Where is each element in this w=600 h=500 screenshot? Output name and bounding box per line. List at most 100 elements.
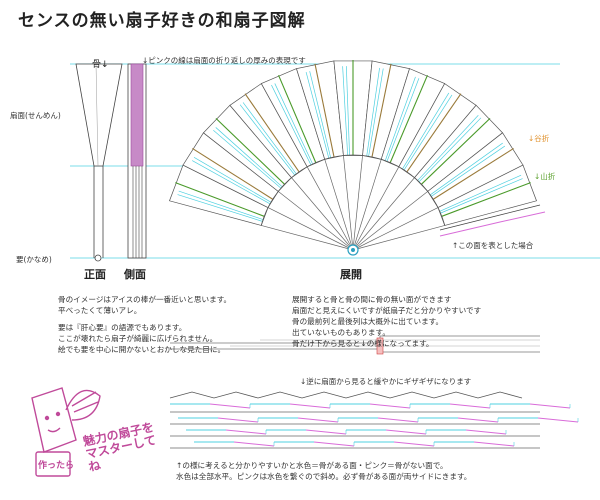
fan-rib-line bbox=[417, 115, 479, 181]
fan-pivot-center bbox=[351, 248, 355, 252]
fan-bone bbox=[291, 177, 354, 251]
fan-rib-line bbox=[242, 102, 297, 175]
label-surface-note: ↑この面を表とした場合 bbox=[452, 241, 534, 250]
fan-rib-line bbox=[439, 174, 522, 212]
fan-bone bbox=[261, 225, 354, 251]
fan-rib-line bbox=[178, 190, 264, 220]
zigzag-gap-segment bbox=[537, 417, 579, 423]
fan-rib-line bbox=[403, 94, 453, 171]
label-kaname: 要(かなめ) bbox=[16, 255, 52, 264]
fan-fold-line bbox=[389, 74, 428, 163]
pink-fold-band bbox=[130, 63, 144, 167]
paragraph-right-1: 展開すると骨と骨の間に骨の無い面ができます 扇面だと見えにくいですが紙扇子だと分… bbox=[292, 294, 481, 349]
zigzag-gap-segment bbox=[217, 417, 259, 423]
paragraph-left-1: 骨のイメージはアイスの棒が一番近いと思います。 平べったくて薄いアレ。 bbox=[58, 294, 231, 316]
paragraph-bottom: ↑の様に考えると分かりやすいかと水色＝骨がある面・ピンク＝骨がない面で。 水色は… bbox=[176, 460, 471, 482]
label-zigzag-note: ↓逆に扇面から見ると緩やかにギザギザになります bbox=[300, 377, 472, 386]
expanded-fan bbox=[169, 60, 537, 251]
paragraph-line: 水色は全部水平。ピンクは水色を繋ぐので斜め。必ず骨がある面が両サイドにきます。 bbox=[176, 472, 472, 481]
label-yamaori: ↓山折 bbox=[534, 172, 556, 181]
fan-bone bbox=[343, 155, 354, 251]
zigzag-gap-segment bbox=[457, 417, 499, 423]
fold-detail bbox=[439, 204, 546, 237]
label-pink-note: ↓ピンクの線は扇面の折り返しの厚みの表現です bbox=[142, 56, 306, 65]
fan-rib-line bbox=[239, 104, 295, 176]
fan-rib-line bbox=[386, 78, 420, 162]
fan-inner-arc bbox=[260, 154, 446, 226]
label-side: 側面 bbox=[124, 268, 146, 281]
paragraph-line: 骨だけ下から見ると↓の様になってます。 bbox=[292, 339, 434, 348]
page-title: センスの無い扇子好きの和扇子図解 bbox=[18, 11, 306, 31]
label-hone: 骨↓ bbox=[92, 60, 109, 70]
zigzag-gap-segment bbox=[225, 429, 267, 435]
zigzag-gap-segment bbox=[289, 403, 331, 409]
paragraph-line: 出ていないものもあります。 bbox=[292, 328, 390, 337]
zigzag-gap-segment bbox=[393, 441, 435, 447]
fan-fold-line bbox=[406, 93, 462, 173]
fan-rib-line bbox=[177, 194, 263, 222]
zigzag-gap-segment bbox=[529, 403, 571, 409]
fan-panel bbox=[437, 164, 537, 226]
paragraph-line: 扇面だと見えにくいですが紙扇子だと分かりやすいです bbox=[292, 306, 482, 315]
paragraph-line: 平べったくて薄いアレ。 bbox=[58, 306, 142, 315]
zigzag-outline bbox=[169, 391, 523, 399]
fan-fold-line bbox=[244, 93, 300, 173]
fan-bone bbox=[267, 207, 354, 251]
fan-rib-line bbox=[309, 71, 331, 158]
fan-rib-line bbox=[305, 71, 330, 159]
fan-rib-line bbox=[192, 160, 271, 205]
fan-rib-line bbox=[271, 84, 312, 165]
zigzag-gap-segment bbox=[385, 429, 427, 435]
doodle-stamp bbox=[31, 387, 101, 477]
paragraph-line: 絵でも要を中心に開かないとおかしな見た目に。 bbox=[58, 345, 226, 354]
paragraph-line: 展開すると骨と骨の間に骨の無い面ができます bbox=[292, 295, 452, 304]
fan-fold-line bbox=[432, 147, 514, 200]
fan-rib-line bbox=[418, 117, 482, 182]
fan-rib-line bbox=[402, 92, 450, 170]
fan-rib-line bbox=[345, 66, 350, 156]
fan-bone bbox=[352, 207, 439, 251]
front-view bbox=[75, 63, 123, 262]
zigzag-gap-segment bbox=[377, 417, 419, 423]
paragraph-line: 要は『肝心要』の語源でもあります。 bbox=[58, 323, 187, 332]
paragraph-line: 骨の最前列と最後列は大概外に出ています。 bbox=[292, 317, 444, 326]
kaname-marker bbox=[94, 254, 102, 262]
zigzag-gap-segment bbox=[209, 403, 251, 409]
fan-rib-line bbox=[384, 76, 416, 161]
fan-fold-line bbox=[314, 63, 335, 158]
fan-fold-line bbox=[192, 147, 274, 200]
fan-rib-line bbox=[193, 157, 272, 203]
zigzag-gap-segment bbox=[233, 441, 275, 447]
paragraph-left-2: 要は『肝心要』の語源でもあります。 ここが壊れたら扇子が綺麗に広げられません。 … bbox=[58, 322, 225, 355]
fan-bone bbox=[352, 166, 400, 251]
fan-rib-line bbox=[215, 127, 283, 187]
fan-bone bbox=[352, 225, 445, 251]
fan-bone bbox=[352, 159, 382, 251]
paragraph-line: ここが壊れたら扇子が綺麗に広げられません。 bbox=[58, 334, 218, 343]
fan-rib-line bbox=[274, 83, 313, 165]
side-view bbox=[127, 63, 147, 259]
label-open: 展開 bbox=[340, 268, 362, 281]
fan-bone bbox=[352, 191, 428, 251]
fan-rib-line bbox=[430, 142, 503, 196]
fan-rib-line bbox=[342, 66, 348, 156]
fan-bone bbox=[352, 155, 363, 251]
zigzag-gap-segment bbox=[313, 441, 355, 447]
fan-bone bbox=[352, 177, 415, 251]
fan-rib-line bbox=[431, 145, 506, 197]
label-front: 正面 bbox=[84, 268, 106, 281]
bones-bottom-view bbox=[170, 335, 540, 355]
fan-rib-line bbox=[440, 178, 523, 214]
fan-bone bbox=[306, 166, 354, 251]
fan-fold-line bbox=[421, 117, 491, 185]
zigzag-gap-segment bbox=[473, 441, 515, 447]
zigzag-gap-segment bbox=[369, 403, 411, 409]
fan-rib-line bbox=[213, 129, 282, 189]
fan-rib-line bbox=[366, 67, 380, 157]
label-taniori: ↓谷折 bbox=[528, 134, 550, 143]
fan-bone bbox=[278, 191, 354, 251]
paragraph-line: 骨のイメージはアイスの棒が一番近いと思います。 bbox=[58, 295, 232, 304]
stamp-box-text: 作ったら bbox=[38, 461, 75, 471]
zigzag-diagram bbox=[169, 391, 579, 449]
